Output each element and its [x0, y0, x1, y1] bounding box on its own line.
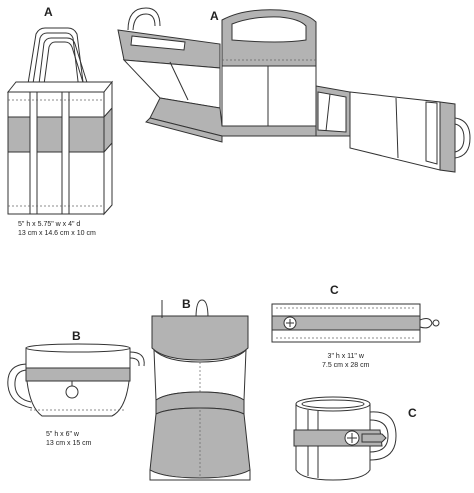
label-tote-open: A [210, 9, 219, 23]
tote-bag-closed-illustration [6, 27, 114, 216]
cup-with-cozy-illustration [7, 343, 131, 417]
cup-handle-stub-inner-icon [129, 357, 140, 367]
strap-dimensions-imperial: 3" h x 11" w [327, 353, 364, 360]
cozy-dimensions-imperial: 5" h x 6" w [46, 431, 79, 438]
label-cozy-flat: B [182, 297, 191, 311]
strap-dimensions-metric: 7.5 cm x 28 cm [322, 362, 370, 369]
tote-dimensions-imperial: 5" h x 5.75" w x 4" d [18, 221, 81, 228]
cup-handle-stub-icon [129, 351, 145, 367]
tote-dimensions-metric: 13 cm x 14.6 cm x 10 cm [18, 230, 96, 237]
mug-with-strap-illustration [293, 396, 397, 481]
label-tote-closed: A [44, 5, 53, 19]
cozy-dimensions-metric: 13 cm x 15 cm [46, 440, 92, 447]
label-strap-flat: C [330, 283, 339, 297]
tote-bag-unfolded-illustration [117, 7, 471, 173]
strap-dimensions: 3" h x 11" w 7.5 cm x 28 cm [322, 352, 369, 370]
cozy-flat-pattern-illustration [149, 299, 251, 481]
strap-flat-pattern-illustration [271, 303, 440, 343]
label-mug-strap: C [408, 406, 417, 420]
label-cup-cozy: B [72, 329, 81, 343]
tote-dimensions: 5" h x 5.75" w x 4" d 13 cm x 14.6 cm x … [18, 220, 96, 238]
cozy-dimensions: 5" h x 6" w 13 cm x 15 cm [46, 430, 92, 448]
